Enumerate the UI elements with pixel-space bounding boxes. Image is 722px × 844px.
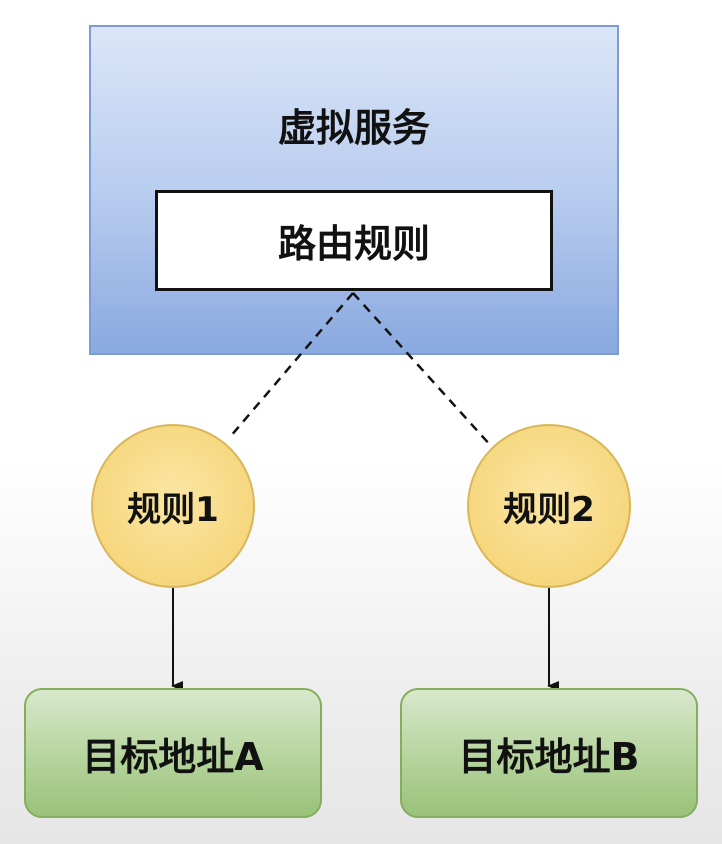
target-a-box: 目标地址A <box>24 688 322 818</box>
target-a-label: 目标地址A <box>82 734 264 779</box>
target-b-label: 目标地址B <box>458 734 640 779</box>
rule-1-label: 规则1 <box>127 489 219 530</box>
routing-rules-label: 路由规则 <box>277 222 430 266</box>
rule-2-node: 规则2 <box>467 424 631 588</box>
target-b-box: 目标地址B <box>400 688 698 818</box>
dashed-connector-rule2 <box>352 292 493 448</box>
dashed-connector-rule1 <box>229 292 354 438</box>
virtual-service-label: 虚拟服务 <box>277 106 430 150</box>
rule-1-node: 规则1 <box>91 424 255 588</box>
rule-2-label: 规则2 <box>503 489 595 530</box>
routing-rules-box: 路由规则 <box>155 190 553 291</box>
